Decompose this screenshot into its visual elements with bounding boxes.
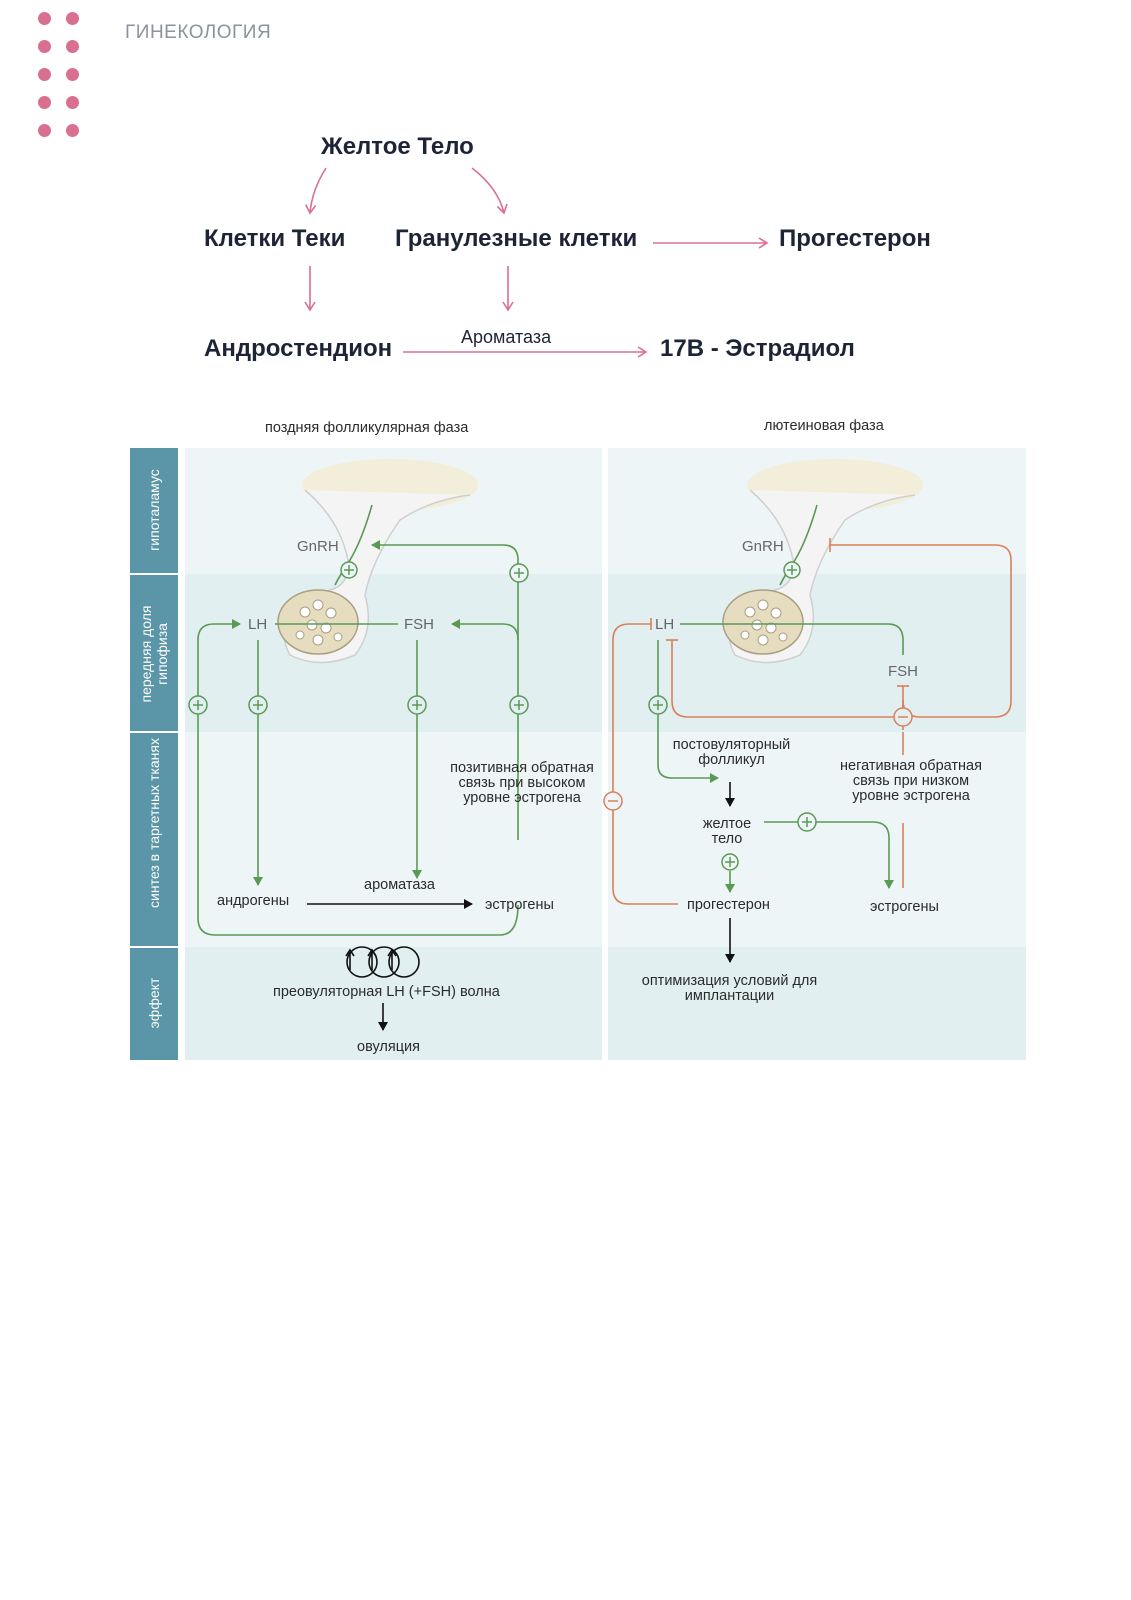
left-lh-label: LH <box>248 616 268 633</box>
pathway-arrows <box>304 167 769 358</box>
dot <box>38 124 51 137</box>
granulosa-cells-node: Гранулезные клетки <box>395 225 638 252</box>
right-minus-markers <box>603 707 913 811</box>
progesterone-node: Прогестерон <box>779 225 931 252</box>
phase-luteal: лютеиновая фаза <box>764 418 884 434</box>
ovulation-label: овуляция <box>357 1039 420 1055</box>
aromatase-label: Ароматаза <box>461 327 552 347</box>
decorative-dots <box>38 12 88 142</box>
left-gnrh-label: GnRH <box>297 538 339 555</box>
dot <box>38 12 51 25</box>
section-title: ГИНЕКОЛОГИЯ <box>125 22 272 43</box>
row-label-pituitary: передняя доля гипофиза <box>138 605 170 703</box>
arrow-to-theca <box>305 167 327 215</box>
row-label-hypothalamus: гипоталамус <box>146 469 162 551</box>
theca-cells-node: Клетки Теки <box>204 225 346 252</box>
right-positive-pathways <box>657 623 904 889</box>
right-pituitary-illustration <box>722 459 923 664</box>
right-estrogens-label: эстрогены <box>870 899 939 915</box>
row-band <box>130 448 178 1060</box>
phase-late-follicular: поздняя фолликулярная фаза <box>265 420 469 436</box>
row-label-target-tissues: синтез в таргетных тканях <box>146 738 162 908</box>
negative-feedback-label: негативная обратная связь при низком уро… <box>840 758 982 804</box>
arrow-to-granulosa <box>471 167 508 215</box>
corpus-luteum-node: Желтое Тело <box>321 133 474 160</box>
androstenedione-node: Андростендион <box>204 335 393 362</box>
dot <box>38 68 51 81</box>
dot <box>66 12 79 25</box>
left-fsh-label: FSH <box>404 616 434 633</box>
dot <box>66 96 79 109</box>
dot <box>66 124 79 137</box>
row-label-effect: эффект <box>146 977 162 1029</box>
lh-surge-label: преовуляторная LH (+FSH) волна <box>273 984 500 1000</box>
left-pituitary-illustration <box>277 459 478 664</box>
panel-backgrounds <box>185 448 1026 1060</box>
right-plus-markers <box>648 561 817 871</box>
dot <box>38 40 51 53</box>
left-black-arrows <box>307 899 473 1031</box>
dot <box>38 96 51 109</box>
implantation-label: оптимизация условий для имплантации <box>641 973 818 1004</box>
right-progesterone-label: прогестерон <box>687 897 770 913</box>
right-gnrh-label: GnRH <box>742 538 784 555</box>
right-fsh-label: FSH <box>888 663 918 680</box>
dot <box>66 68 79 81</box>
androgens-label: андрогены <box>217 893 290 909</box>
left-estrogens-label: эстрогены <box>485 897 554 913</box>
left-aromatase-label: ароматаза <box>364 877 435 893</box>
estradiol-node: 17B - Эстрадиол <box>660 335 855 362</box>
right-lh-label: LH <box>655 616 675 633</box>
left-positive-pathways <box>197 540 519 936</box>
dot <box>66 40 79 53</box>
postovulatory-follicle-label: постовуляторный фолликул <box>672 737 791 768</box>
positive-feedback-label: позитивная обратная связь при высоком ур… <box>450 760 594 806</box>
steroid-pathway: Желтое Тело Клетки Теки Гранулезные клет… <box>0 0 1131 400</box>
left-plus-markers <box>188 561 529 715</box>
right-corpus-luteum-label: желтое тело <box>702 816 752 847</box>
